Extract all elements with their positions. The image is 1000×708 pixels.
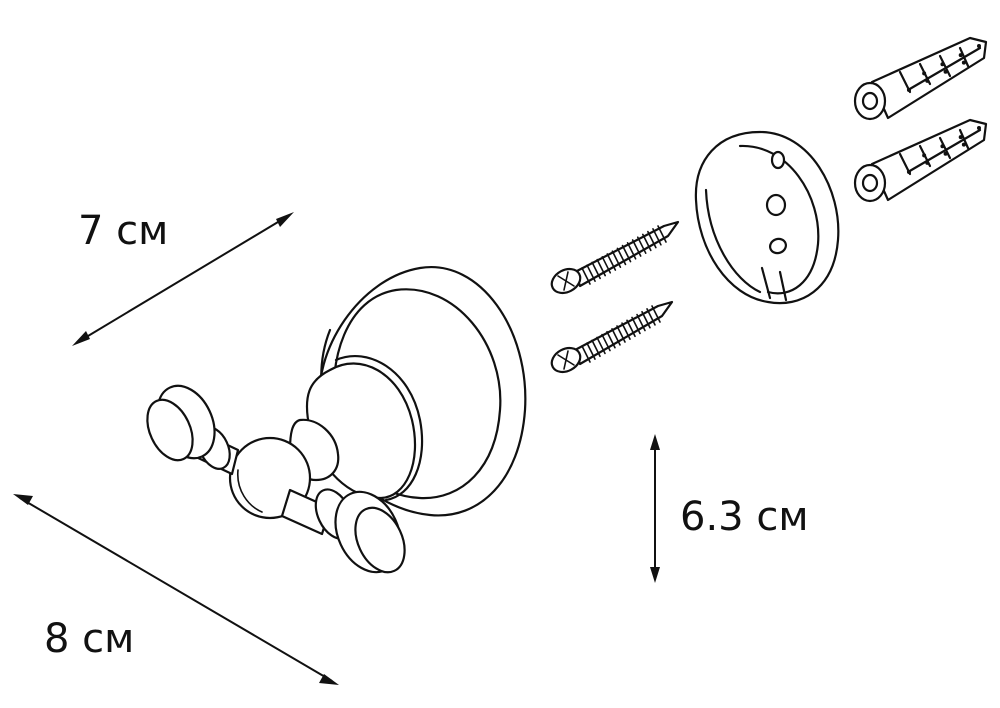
screw-upper-thread — [581, 267, 591, 285]
wall-anchor-upper-hole — [861, 91, 879, 111]
screw-lower — [550, 300, 674, 374]
wall-anchor-upper-dot — [958, 53, 963, 58]
screw-lower-shank — [573, 300, 674, 366]
screw-upper-thread — [657, 225, 667, 243]
wall-anchor-lower-dot — [940, 144, 945, 149]
hook-ball-highlight — [237, 469, 263, 513]
screw-upper-thread — [601, 255, 612, 274]
screw-lower-thread — [581, 345, 591, 363]
dimension-width-arrow-end — [319, 674, 339, 685]
screw-lower-cross — [557, 350, 575, 370]
screw-lower-thread — [621, 322, 631, 340]
screw-lower-thread — [626, 319, 636, 338]
screw-lower-thread — [631, 316, 641, 335]
wall-anchor-lower-dot — [943, 151, 948, 156]
screw-lower-thread — [646, 308, 656, 326]
wall-anchor-upper — [853, 36, 988, 121]
dimension-depth-arrow-start — [72, 331, 90, 346]
mounting-plate-lip — [704, 188, 762, 294]
mounting-plate-notch — [760, 266, 788, 302]
screw-upper-thread — [596, 258, 607, 277]
screw-lower-thread — [586, 342, 596, 360]
screw-lower-thread — [591, 339, 601, 358]
upper-knob-face — [146, 398, 194, 462]
screw-lower-thread — [616, 325, 626, 343]
wall-anchor-lower-dot — [977, 126, 981, 130]
dimension-width-line — [19, 497, 333, 682]
dimension-height-arrow-top — [650, 434, 660, 450]
rosette-dome-ring — [334, 355, 424, 502]
dimension-height-arrow-bottom — [650, 567, 660, 583]
screw-upper-thread — [647, 230, 657, 249]
screw-lower-thread — [601, 333, 611, 352]
screw-lower-thread — [611, 328, 621, 346]
dimension-height-label: 6.3 см — [680, 494, 809, 540]
mounting-plate — [694, 130, 840, 305]
wall-anchor-upper-dot — [940, 62, 945, 67]
screw-lower-thread — [596, 336, 606, 355]
screw-lower-thread — [641, 310, 651, 329]
screw-upper-thread — [591, 261, 601, 280]
wall-anchor-upper-dot — [943, 69, 948, 74]
screw-upper-thread — [611, 250, 622, 269]
wall-anchor-lower-hole — [861, 173, 879, 193]
wall-anchor-lower-dot — [958, 135, 963, 140]
mounting-plate-outer — [694, 130, 840, 305]
wall-anchor-upper-dot — [925, 78, 930, 83]
dimension-depth-line — [77, 215, 289, 343]
screw-upper-thread — [621, 244, 632, 263]
wall-anchor-lower-dot — [961, 142, 966, 147]
wall-anchor-lower — [853, 118, 988, 203]
dimension-depth: 7 см — [72, 208, 294, 346]
screw-upper-thread — [626, 242, 637, 260]
dimension-depth-label: 7 см — [78, 208, 168, 254]
wall-anchor-upper-dot — [922, 71, 927, 76]
wall-anchor-upper-dot — [907, 88, 911, 92]
screw-upper — [550, 220, 680, 295]
screw-lower-thread — [636, 313, 646, 332]
lower-knob-face — [354, 506, 406, 574]
screw-upper-thread — [631, 239, 642, 257]
screw-lower-thread — [651, 305, 661, 323]
wall-anchor-lower-dot — [922, 153, 927, 158]
wall-anchor-upper-dot — [961, 60, 966, 65]
wall-anchor-upper-dot — [977, 44, 981, 48]
dimension-width-arrow-start — [13, 494, 33, 505]
screw-upper-thread — [641, 233, 652, 252]
mounting-plate-hole-center — [765, 193, 787, 217]
mounting-plate-hole-bottom — [769, 237, 787, 255]
screw-upper-thread — [652, 228, 662, 246]
robe-hook — [146, 265, 527, 574]
dimension-width-label: 8 см — [44, 616, 134, 662]
screw-upper-thread — [636, 236, 647, 254]
dimension-height: 6.3 см — [650, 434, 809, 583]
wall-anchor-lower-dot — [925, 160, 930, 165]
screw-upper-thread — [616, 247, 627, 266]
dimension-depth-arrow-end — [276, 212, 294, 227]
screw-upper-cross — [557, 271, 575, 291]
mounting-plate-hole-top — [770, 150, 786, 170]
screw-upper-thread — [606, 253, 617, 271]
dimension-width: 8 см — [13, 494, 339, 685]
screw-upper-thread — [586, 264, 596, 283]
screw-lower-thread — [606, 330, 616, 349]
wall-anchor-lower-dot — [907, 170, 911, 174]
